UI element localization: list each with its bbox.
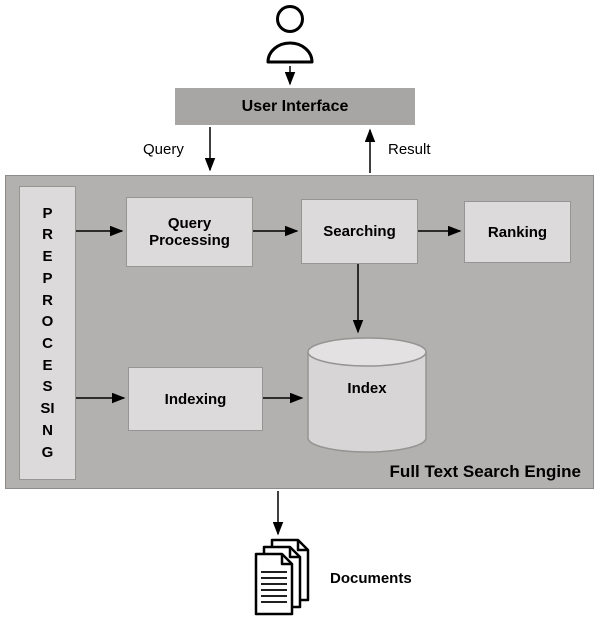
database-icon: [307, 337, 427, 453]
node-ranking: Ranking: [464, 201, 571, 263]
engine-title: Full Text Search Engine: [389, 462, 581, 481]
query-processing-label: Query Processing: [149, 215, 230, 249]
engine-container: PREPROCESSING Query Processing Searching…: [5, 175, 594, 489]
node-searching: Searching: [301, 199, 418, 264]
node-query-processing: Query Processing: [126, 197, 253, 267]
documents-label: Documents: [330, 570, 412, 587]
result-label: Result: [388, 141, 431, 158]
user-interface-label: User Interface: [241, 97, 349, 115]
index-label: Index: [347, 380, 387, 397]
node-indexing: Indexing: [128, 367, 263, 431]
index-cylinder: Index: [306, 336, 428, 454]
query-label: Query: [143, 141, 184, 158]
preprocessing-label: PREPROCESSING: [40, 204, 55, 461]
documents-icon: [248, 538, 316, 616]
searching-label: Searching: [323, 223, 396, 240]
ranking-label: Ranking: [487, 223, 548, 241]
preprocessing-box: PREPROCESSING: [19, 186, 76, 480]
indexing-label: Indexing: [164, 390, 227, 408]
user-icon: [262, 4, 318, 66]
user-interface-box: User Interface: [175, 88, 415, 125]
